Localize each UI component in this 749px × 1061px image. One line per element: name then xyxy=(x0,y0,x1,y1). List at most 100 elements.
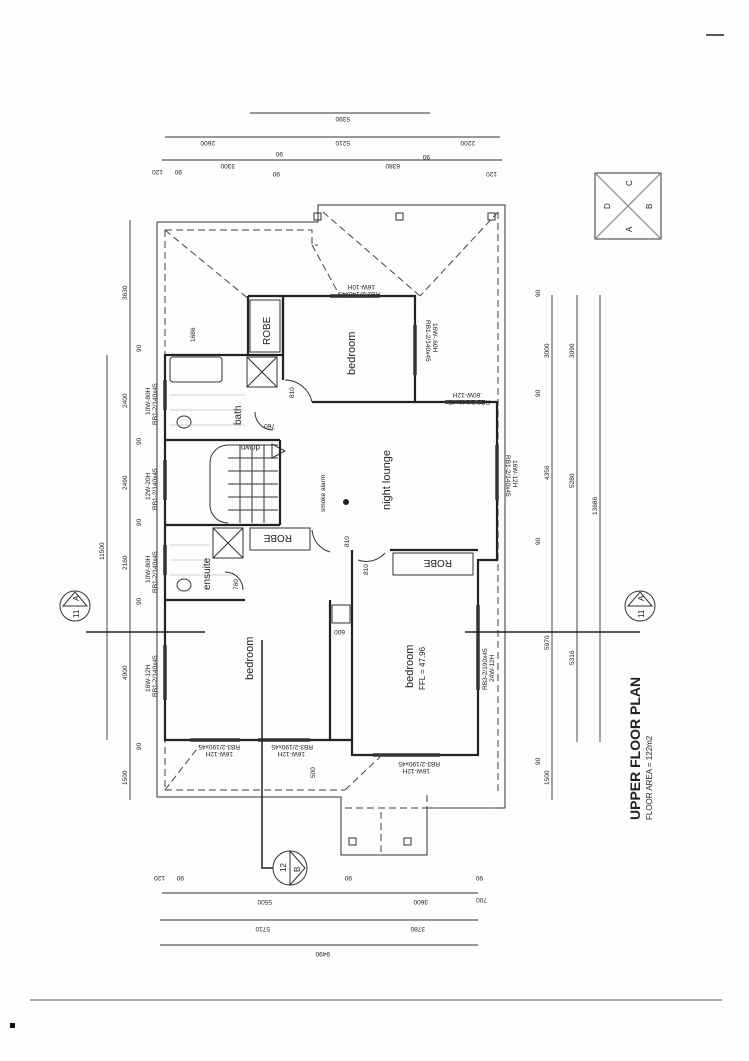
annotation-label: 4356 xyxy=(544,465,551,480)
annotation-label: 16W-10H xyxy=(347,283,375,290)
smoke-alarm-icon xyxy=(343,499,349,505)
annotation-label: RB1-2/140x45 xyxy=(424,320,431,362)
annotation-label: 90 xyxy=(174,168,182,175)
door-size: 760 xyxy=(233,579,240,590)
annotation-label: 5500 xyxy=(257,898,272,905)
annotation-label: B xyxy=(645,204,654,209)
annotation-label: .60W-12H xyxy=(453,391,482,398)
annotation-label: 16W-12H xyxy=(511,460,518,488)
annotation-label: 12 xyxy=(279,863,288,872)
door-size: 810 xyxy=(344,536,351,547)
annotation-label: RB3-2/190x45 xyxy=(482,648,489,690)
annotation-label: 3630 xyxy=(122,285,129,300)
door-swings xyxy=(224,379,386,591)
annotation-label: A xyxy=(72,595,81,601)
robe-label: ROBE xyxy=(262,316,273,345)
dimension-label: 1686 xyxy=(190,327,197,342)
annotation-label: 16W-12H xyxy=(205,750,233,757)
annotation-label: 90 xyxy=(136,437,143,445)
dimension-labels: 5390 2600 5210 2200 3300 6380 120 90 90 … xyxy=(99,115,599,957)
annotation-label: 5390 xyxy=(335,115,350,122)
annotation-label: 90 xyxy=(535,289,542,297)
shower-icon xyxy=(212,527,244,559)
annotation-label: 11500 xyxy=(99,542,106,560)
annotation-label: 90 xyxy=(475,874,483,881)
annotation-label: 2600 xyxy=(200,139,215,146)
stair-arrow-icon xyxy=(271,443,287,459)
annotation-label: RB1-2/140x45 xyxy=(152,551,159,593)
room-label-ensuite: ensuite xyxy=(202,557,213,590)
annotation-label: 90 xyxy=(275,150,283,157)
annotation-label: RB2-2/140x45 xyxy=(448,398,490,405)
annotation-label: 5280 xyxy=(569,473,576,488)
annotation-label: 2400 xyxy=(122,393,129,408)
section-marker-right: A 11 xyxy=(465,590,656,633)
annotation-label: RB3-2/190x45 xyxy=(398,760,440,767)
annotation-label: 3000 xyxy=(544,343,551,358)
room-label-bedroom-left: bedroom xyxy=(244,637,256,680)
dimension-lines xyxy=(106,112,601,946)
annotation-label: RB3-2/190x45 xyxy=(271,743,313,750)
annotation-label: 5210 xyxy=(335,139,350,146)
annotation-label: 120 xyxy=(154,874,165,881)
annotation-label: 3600 xyxy=(413,898,428,905)
annotation-label: 90 xyxy=(136,597,143,605)
bath-fixtures xyxy=(169,356,278,592)
plan-title: UPPER FLOOR PLAN xyxy=(627,677,643,820)
annotation-label: 90 xyxy=(535,389,542,397)
annotation-label: A xyxy=(625,226,634,232)
annotation-label: RB3-2/190x45 xyxy=(198,743,240,750)
bathtub-icon xyxy=(169,356,223,383)
annotation-label: 90 xyxy=(136,742,143,750)
annotation-label: 2200 xyxy=(460,139,475,146)
robe-label: ROBE xyxy=(263,532,292,543)
annotation-label: A xyxy=(637,595,646,601)
door-size: 760 xyxy=(264,422,275,429)
toilet-icon xyxy=(176,578,192,592)
annotation-label: 5970 xyxy=(544,635,551,650)
annotation-label: 16W-.60H xyxy=(431,323,438,352)
dimension-label: 500 xyxy=(310,767,317,778)
walls xyxy=(163,294,499,757)
staircase xyxy=(209,443,287,524)
annotation-label: 9490 xyxy=(315,950,330,957)
annotation-label: 4000 xyxy=(122,665,129,680)
smoke-alarm-label: smoke alarm xyxy=(320,475,327,512)
annotation-label: 11 xyxy=(637,609,646,618)
toilet-icon xyxy=(176,415,192,429)
annotation-label: 90 xyxy=(535,757,542,765)
orientation-compass-icon: C D B A xyxy=(594,172,662,240)
door-size: 810 xyxy=(289,387,296,398)
room-label-bedroom-top: bedroom xyxy=(346,332,358,375)
annotation-label: 90 xyxy=(136,518,143,526)
annotation-label: 5710 xyxy=(255,925,270,932)
annotation-label: 3780 xyxy=(410,925,425,932)
annotation-label: 5316 xyxy=(569,650,576,665)
annotation-label: 12W-20H xyxy=(145,472,152,500)
shower-icon xyxy=(246,356,278,388)
annotation-label: RB1-2/140x45 xyxy=(504,455,511,497)
annotation-label: RB2-2/140x45 xyxy=(338,290,380,297)
section-marker-left: A 11 xyxy=(59,590,205,633)
annotation-label: 90 xyxy=(344,874,352,881)
annotation-label: 3300 xyxy=(220,162,235,169)
door-size: 810 xyxy=(363,564,370,575)
room-label-night-lounge: night lounge xyxy=(381,450,393,510)
annotation-label: 13686 xyxy=(592,497,599,515)
annotation-label: 120 xyxy=(486,170,497,177)
annotation-label: 16W-12H xyxy=(402,767,430,774)
annotation-label: 90 xyxy=(272,170,280,177)
annotation-label: 16W-12H xyxy=(277,750,305,757)
annotation-label: 16W-12H xyxy=(145,664,152,692)
robe-label: ROBE xyxy=(423,557,452,568)
annotation-label: 90 xyxy=(535,537,542,545)
annotation-label: B xyxy=(293,867,302,872)
annotation-label: 2160 xyxy=(122,555,129,570)
door-size: 600 xyxy=(334,628,345,635)
annotation-label: C xyxy=(625,180,634,186)
ffl-label: FFL = 47.96 xyxy=(418,646,427,690)
annotation-label: 90 xyxy=(136,344,143,352)
